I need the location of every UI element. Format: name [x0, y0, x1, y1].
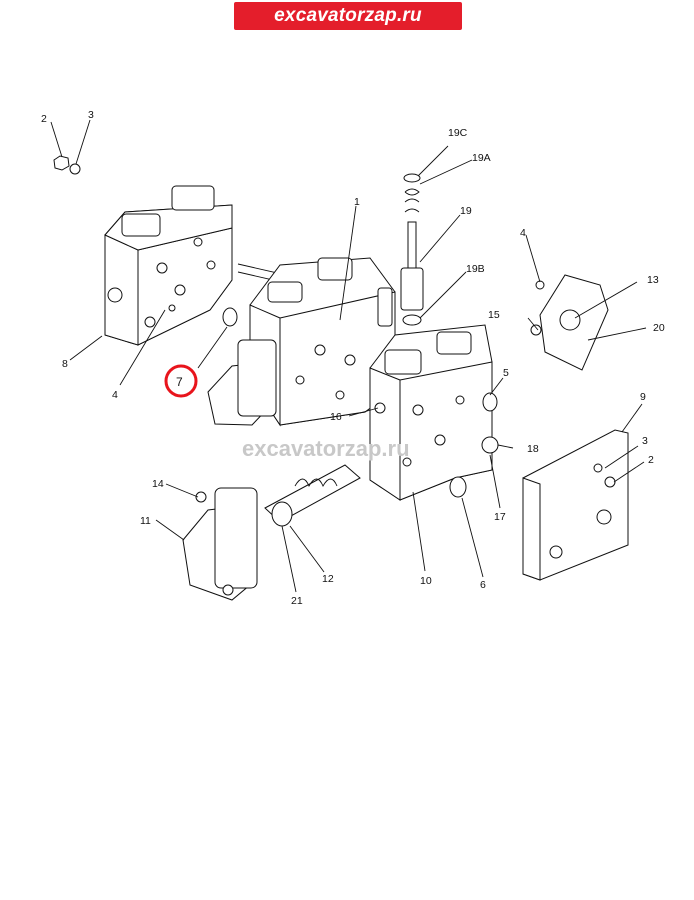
callout-4-right: 4	[520, 227, 526, 239]
callout-13: 13	[647, 274, 659, 286]
valve-section-part-10	[369, 324, 493, 501]
stem-part-19	[400, 173, 424, 326]
site-banner: excavatorzap.ru	[234, 2, 462, 30]
callout-4-left: 4	[112, 389, 118, 401]
spool-spring-part-12	[264, 464, 361, 527]
callout-19a: 19A	[472, 152, 491, 164]
callout-3-right: 3	[642, 435, 648, 447]
solenoid-cap	[207, 339, 277, 426]
callout-11: 11	[140, 515, 151, 527]
callout-2-left: 2	[41, 113, 47, 125]
callout-20: 20	[653, 322, 665, 334]
callout-12: 12	[322, 573, 334, 585]
end-cover-part-11	[182, 487, 258, 601]
callout-9: 9	[640, 391, 646, 403]
site-banner-text: excavatorzap.ru	[274, 5, 422, 26]
nut-part-2-left	[53, 155, 70, 171]
washer-part-3-left	[69, 163, 81, 175]
callout-5: 5	[503, 367, 509, 379]
callout-2-right: 2	[648, 454, 654, 466]
callout-18: 18	[527, 443, 539, 455]
leader-lines	[50, 119, 647, 593]
callout-labels: 2 3 8 4 1 19C 19A 19 19B 4 13 15 20 5 9 …	[41, 109, 665, 607]
end-plate-part-9	[522, 429, 629, 581]
callout-1: 1	[354, 196, 360, 208]
valve-section-part-1	[249, 257, 396, 427]
callout-17: 17	[494, 511, 506, 523]
callout-6: 6	[480, 579, 486, 591]
watermark-text: excavatorzap.ru	[242, 436, 410, 461]
callout-15: 15	[488, 309, 500, 321]
callout-21: 21	[291, 595, 303, 607]
seal-ring-part-7	[222, 307, 238, 327]
end-section-part-8	[104, 185, 233, 346]
callout-19: 19	[460, 205, 472, 217]
highlighted-callout-7: 7	[164, 364, 198, 398]
callout-3-left: 3	[88, 109, 94, 121]
relief-cover-part-13	[530, 274, 609, 371]
o-ring-part-5	[482, 392, 498, 412]
o-ring-part-6	[449, 476, 467, 498]
callout-7: 7	[176, 375, 183, 389]
callout-14: 14	[152, 478, 164, 490]
callout-19b: 19B	[466, 263, 485, 275]
callout-16: 16	[330, 411, 342, 423]
o-ring-part-18	[481, 436, 499, 454]
callout-19c: 19C	[448, 127, 468, 139]
callout-10: 10	[420, 575, 432, 587]
callout-8: 8	[62, 358, 68, 370]
